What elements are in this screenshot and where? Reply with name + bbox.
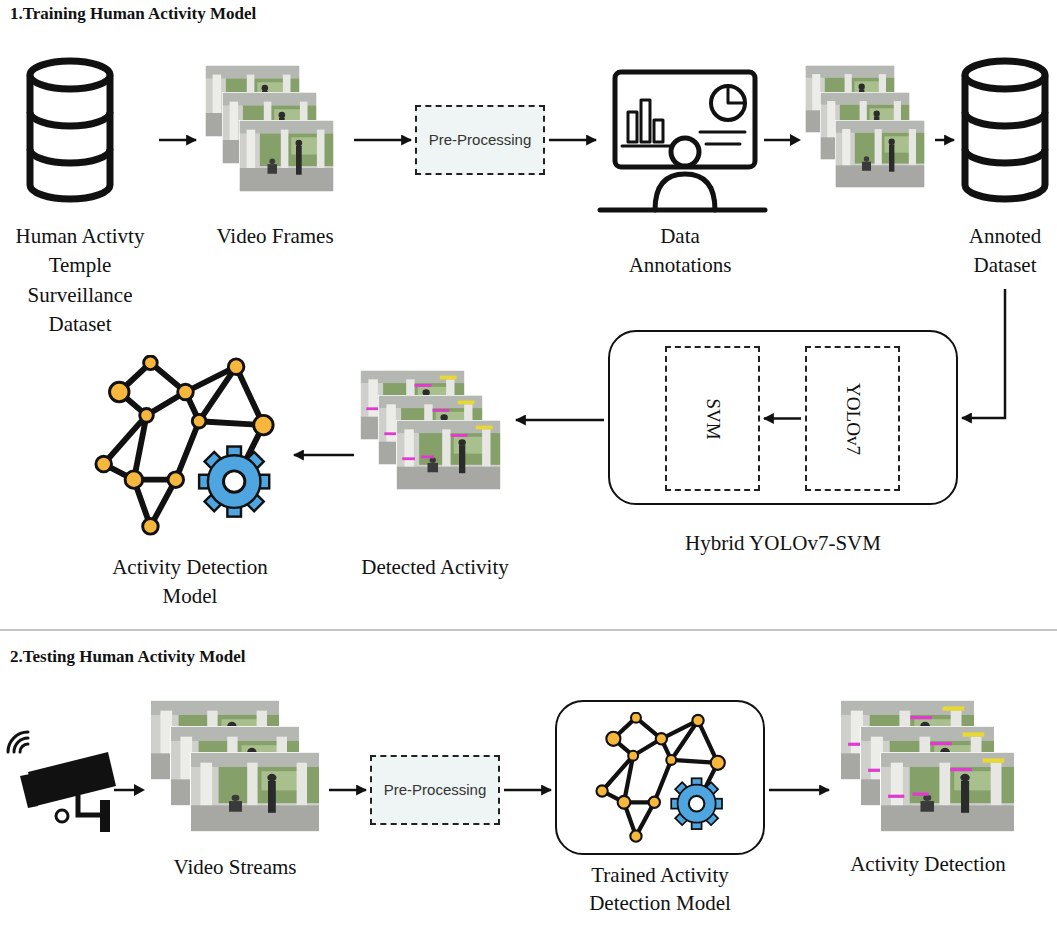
connector-line <box>329 789 366 792</box>
box-label: Pre-Processing <box>429 131 532 149</box>
frames-stack: Detected Activity <box>358 365 512 586</box>
connector-line <box>549 139 596 142</box>
section-heading: 1.Training Human Activity Model <box>10 4 256 24</box>
arrow-connector <box>504 790 551 791</box>
process-box: Pre-Processing <box>415 105 545 175</box>
frames-stack: Video Streams <box>145 695 325 886</box>
node-caption: Human Activty Temple Surveillance Datase… <box>5 222 155 340</box>
node-caption: Detected Activity <box>358 553 512 582</box>
model-part: YOLOv7 <box>805 346 900 491</box>
arrow-connector <box>294 455 354 456</box>
connector-line <box>516 419 604 422</box>
box-label: YOLOv7 <box>841 383 864 455</box>
connector-line <box>504 789 551 792</box>
connector-line <box>764 139 790 142</box>
process-box: Pre-Processing <box>370 755 500 825</box>
node-caption: Data Annotations <box>618 222 742 281</box>
connector-line <box>764 417 801 420</box>
connector-line <box>935 139 954 142</box>
box-label: Pre-Processing <box>384 781 487 799</box>
frames-stack: Activity Detection <box>833 695 1023 883</box>
arrow-connector <box>159 140 196 141</box>
model-part: SVM <box>665 346 760 491</box>
arrow-connector <box>764 418 801 419</box>
arrow-connector <box>764 140 954 141</box>
node-caption: Video Frames <box>200 222 350 251</box>
arrow-connector <box>516 420 604 421</box>
box-label: SVM <box>701 398 724 439</box>
arrow-connector <box>549 140 596 141</box>
arrow-connector <box>329 790 366 791</box>
model-icon: Activity Detection Model <box>90 350 290 616</box>
node-caption: Activity Detection <box>833 850 1023 879</box>
connector-line <box>294 454 354 457</box>
model-box: Trained Activity Detection Model <box>555 700 765 855</box>
arrow-connector <box>769 790 829 791</box>
connector-line <box>769 789 829 792</box>
dataset-icon: Human Activty Temple Surveillance Datase… <box>5 50 155 344</box>
connector-line <box>962 289 1005 418</box>
node-caption: Video Streams <box>145 853 325 882</box>
box-caption: Trained Activity Detection Model <box>557 861 763 918</box>
annotation-icon: Data Annotations <box>600 50 760 285</box>
connector-line <box>159 139 196 142</box>
box-caption: Hybrid YOLOv7-SVM <box>610 529 956 557</box>
node-caption: Annoted Dataset <box>958 222 1052 281</box>
section-heading: 2.Testing Human Activity Model <box>10 647 246 667</box>
frames-stack: Video Frames <box>200 50 350 255</box>
node-caption: Activity Detection Model <box>100 553 280 612</box>
model-box: Hybrid YOLOv7-SVMSVMYOLOv7 <box>608 330 958 505</box>
arrow-connector <box>962 289 1005 418</box>
connector-line <box>354 139 411 142</box>
arrow-connector <box>354 140 411 141</box>
dataset-icon: Annoted Dataset <box>958 50 1052 285</box>
